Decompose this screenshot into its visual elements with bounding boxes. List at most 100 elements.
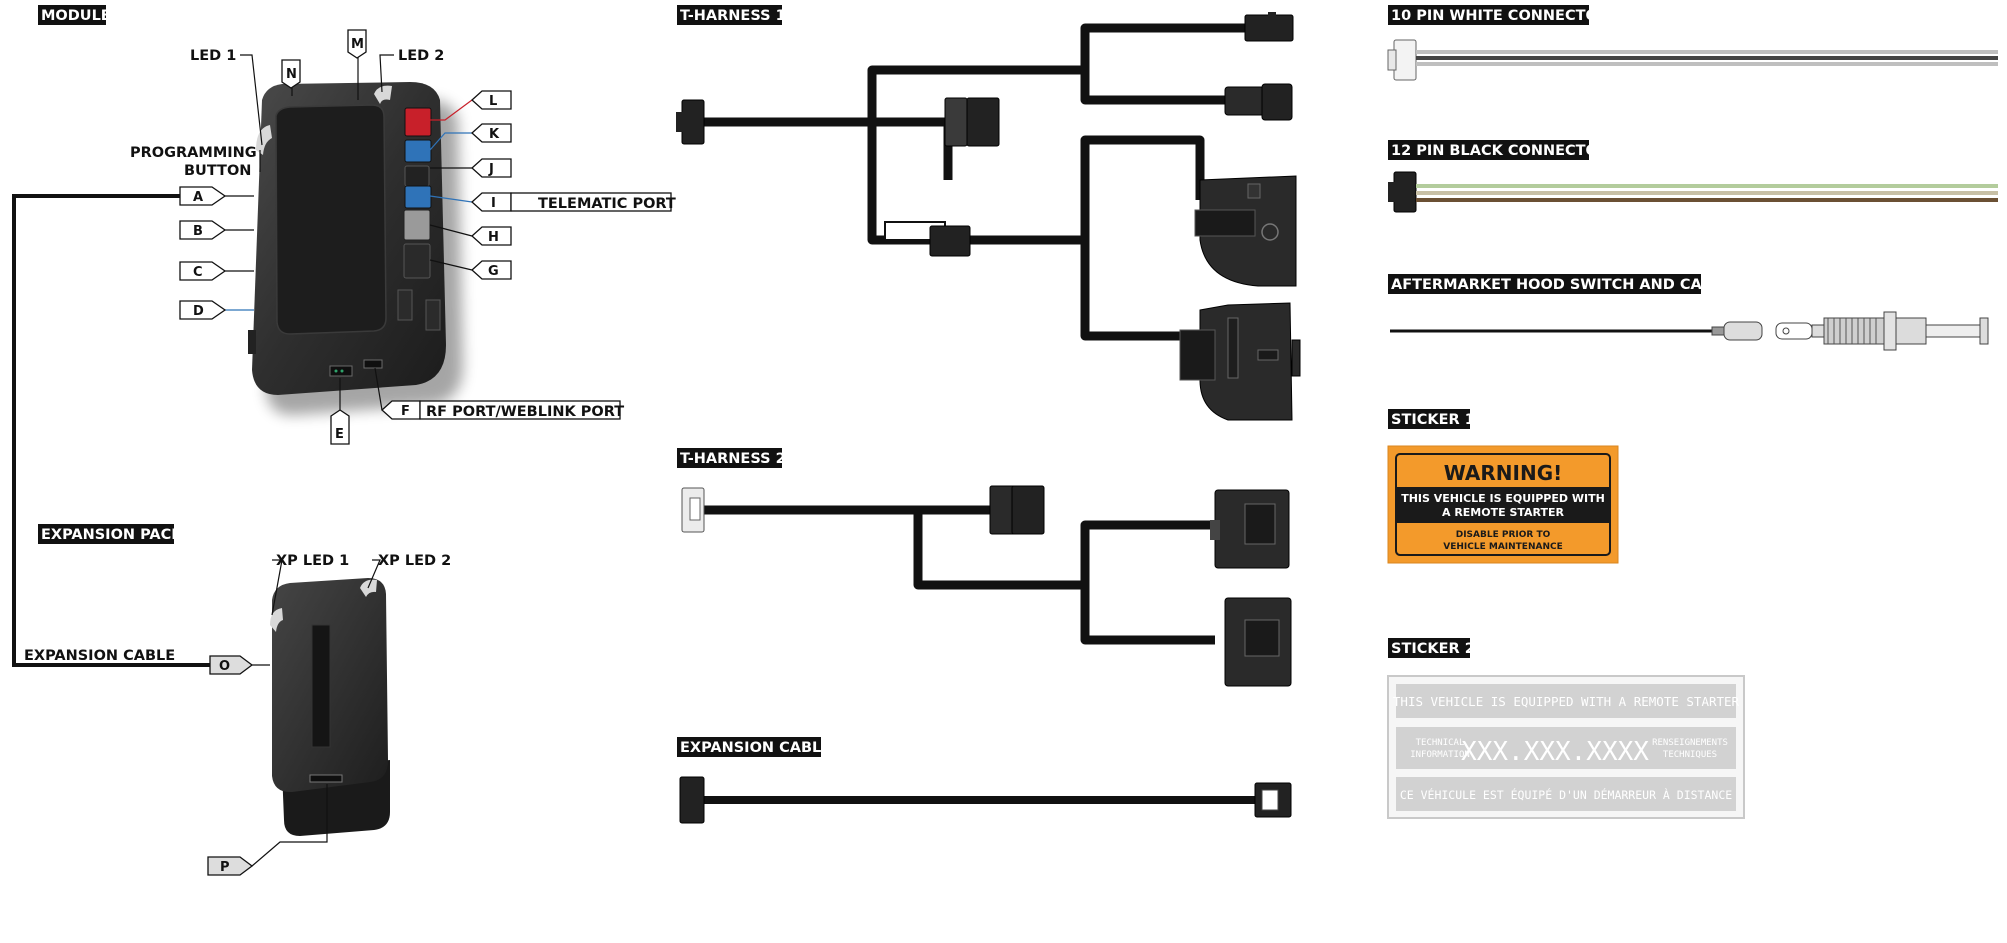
section-expansion-cable: EXPANSION CABLE — [677, 737, 831, 757]
svg-text:J: J — [488, 162, 494, 177]
callout-L: L — [471, 90, 512, 110]
svg-text:F: F — [401, 404, 410, 419]
section-expansion-pack-title: EXPANSION PACK — [41, 527, 183, 543]
module-front-panel — [275, 104, 387, 335]
callout-G: G — [471, 260, 512, 280]
port-j — [404, 165, 430, 187]
callout-F: F — [381, 400, 621, 420]
expansion-pack-unit — [270, 578, 390, 836]
sticker2-tech1: TECHNICAL — [1416, 738, 1465, 748]
svg-text:C: C — [193, 265, 203, 280]
section-10-pin-white-title: 10 PIN WHITE CONNECTOR — [1391, 8, 1609, 24]
section-12-pin-black-title: 12 PIN BLACK CONNECTOR — [1391, 143, 1609, 159]
expansion-link-line — [12, 194, 210, 667]
svg-text:N: N — [286, 67, 297, 82]
telematic-port-label: TELEMATIC PORT — [538, 196, 676, 212]
led2-label: LED 2 — [398, 48, 444, 64]
port-k-blue — [404, 139, 432, 163]
section-expansion-pack: EXPANSION PACK — [38, 524, 183, 544]
sticker1-line2: A REMOTE STARTER — [1442, 506, 1565, 519]
sticker1-line3: DISABLE PRIOR TO — [1456, 530, 1551, 540]
callout-D: D — [179, 300, 227, 320]
sticker-1: WARNING! THIS VEHICLE IS EQUIPPED WITH A… — [1387, 445, 1619, 564]
t-harness-1 — [676, 12, 1301, 421]
svg-text:O: O — [219, 659, 230, 674]
sticker1-title: WARNING! — [1444, 461, 1563, 485]
module-leaders — [225, 54, 473, 411]
programming-button-label-2: BUTTON — [184, 163, 251, 179]
svg-text:G: G — [488, 264, 499, 279]
svg-text:L: L — [489, 94, 497, 109]
port-l-red — [404, 107, 432, 137]
section-12-pin-black: 12 PIN BLACK CONNECTOR — [1388, 140, 1609, 160]
svg-text:I: I — [491, 196, 496, 211]
section-hood-switch-title: AFTERMARKET HOOD SWITCH AND CABLE — [1391, 277, 1732, 293]
svg-text:H: H — [488, 230, 499, 245]
xp-led2-pipe — [360, 579, 377, 597]
callout-A: A — [179, 186, 227, 206]
callout-O: O — [209, 655, 254, 675]
svg-text:B: B — [193, 224, 203, 239]
callout-M: M — [347, 29, 367, 59]
section-t-harness-1-title: T-HARNESS 1 — [680, 8, 786, 24]
callout-K: K — [471, 123, 512, 143]
hood-switch-part — [1390, 311, 1989, 351]
module-unit — [248, 82, 463, 415]
svg-text:K: K — [489, 127, 500, 142]
led1-pipe — [256, 125, 272, 155]
sticker2-tech2: INFORMATION — [1410, 750, 1470, 760]
black-connector-part — [1388, 171, 1998, 213]
section-module-title: MODULE — [41, 8, 111, 24]
xp-port — [309, 774, 343, 783]
programming-button-label-1: PROGRAMMING — [130, 145, 257, 161]
port-h — [403, 209, 431, 241]
expansion-cable-label: EXPANSION CABLE — [24, 648, 175, 664]
section-sticker-1: STICKER 1 — [1388, 409, 1475, 429]
section-t-harness-1: T-HARNESS 1 — [677, 5, 786, 25]
svg-text:A: A — [193, 190, 203, 205]
port-g — [403, 243, 431, 279]
section-10-pin-white: 10 PIN WHITE CONNECTOR — [1388, 5, 1609, 25]
xp-led2-label: XP LED 2 — [378, 553, 451, 569]
xp-led1-label: XP LED 1 — [276, 553, 349, 569]
expansion-cable-part — [679, 776, 1292, 824]
section-sticker-1-title: STICKER 1 — [1391, 412, 1475, 428]
svg-text:P: P — [220, 860, 230, 875]
led2-pipe — [374, 85, 392, 104]
callout-J: J — [471, 158, 512, 178]
sticker1-line1: THIS VEHICLE IS EQUIPPED WITH — [1401, 492, 1605, 505]
rf-port-label: RF PORT/WEBLINK PORT — [426, 404, 624, 420]
callout-E: E — [330, 409, 350, 445]
callout-H: H — [471, 226, 512, 246]
callout-I: I — [471, 192, 672, 212]
sticker2-rens1: RENSEIGNEMENTS — [1652, 738, 1728, 748]
sticker2-line1: THIS VEHICLE IS EQUIPPED WITH A REMOTE S… — [1393, 694, 1740, 709]
sticker2-line3: CE VÉHICULE EST ÉQUIPÉ D'UN DÉMARREUR À … — [1400, 787, 1732, 802]
section-t-harness-2: T-HARNESS 2 — [677, 448, 786, 468]
section-hood-switch: AFTERMARKET HOOD SWITCH AND CABLE — [1388, 274, 1732, 294]
svg-text:E: E — [335, 427, 344, 442]
sticker-2: THIS VEHICLE IS EQUIPPED WITH A REMOTE S… — [1387, 675, 1745, 819]
callout-N: N — [281, 59, 301, 89]
section-expansion-cable-title: EXPANSION CABLE — [680, 740, 831, 756]
section-t-harness-2-title: T-HARNESS 2 — [680, 451, 786, 467]
led1-label: LED 1 — [190, 48, 236, 64]
section-module: MODULE — [38, 5, 111, 25]
sticker1-line4: VEHICLE MAINTENANCE — [1443, 542, 1563, 552]
callout-B: B — [179, 220, 227, 240]
xp-led1-pipe — [270, 608, 283, 632]
callout-C: C — [179, 261, 227, 281]
t-harness-2 — [681, 485, 1292, 687]
sticker2-rens2: TECHNIQUES — [1663, 750, 1717, 760]
xp-slot — [311, 624, 331, 748]
sticker2-number: XXX.XXX.XXXX — [1461, 737, 1649, 767]
port-i-blue — [404, 185, 432, 209]
port-f — [363, 359, 383, 369]
svg-text:M: M — [351, 37, 364, 52]
callout-P: P — [207, 856, 254, 876]
svg-text:D: D — [193, 304, 204, 319]
white-connector-part — [1387, 39, 1998, 81]
section-sticker-2: STICKER 2 — [1388, 638, 1475, 658]
expansion-leaders — [250, 559, 381, 867]
